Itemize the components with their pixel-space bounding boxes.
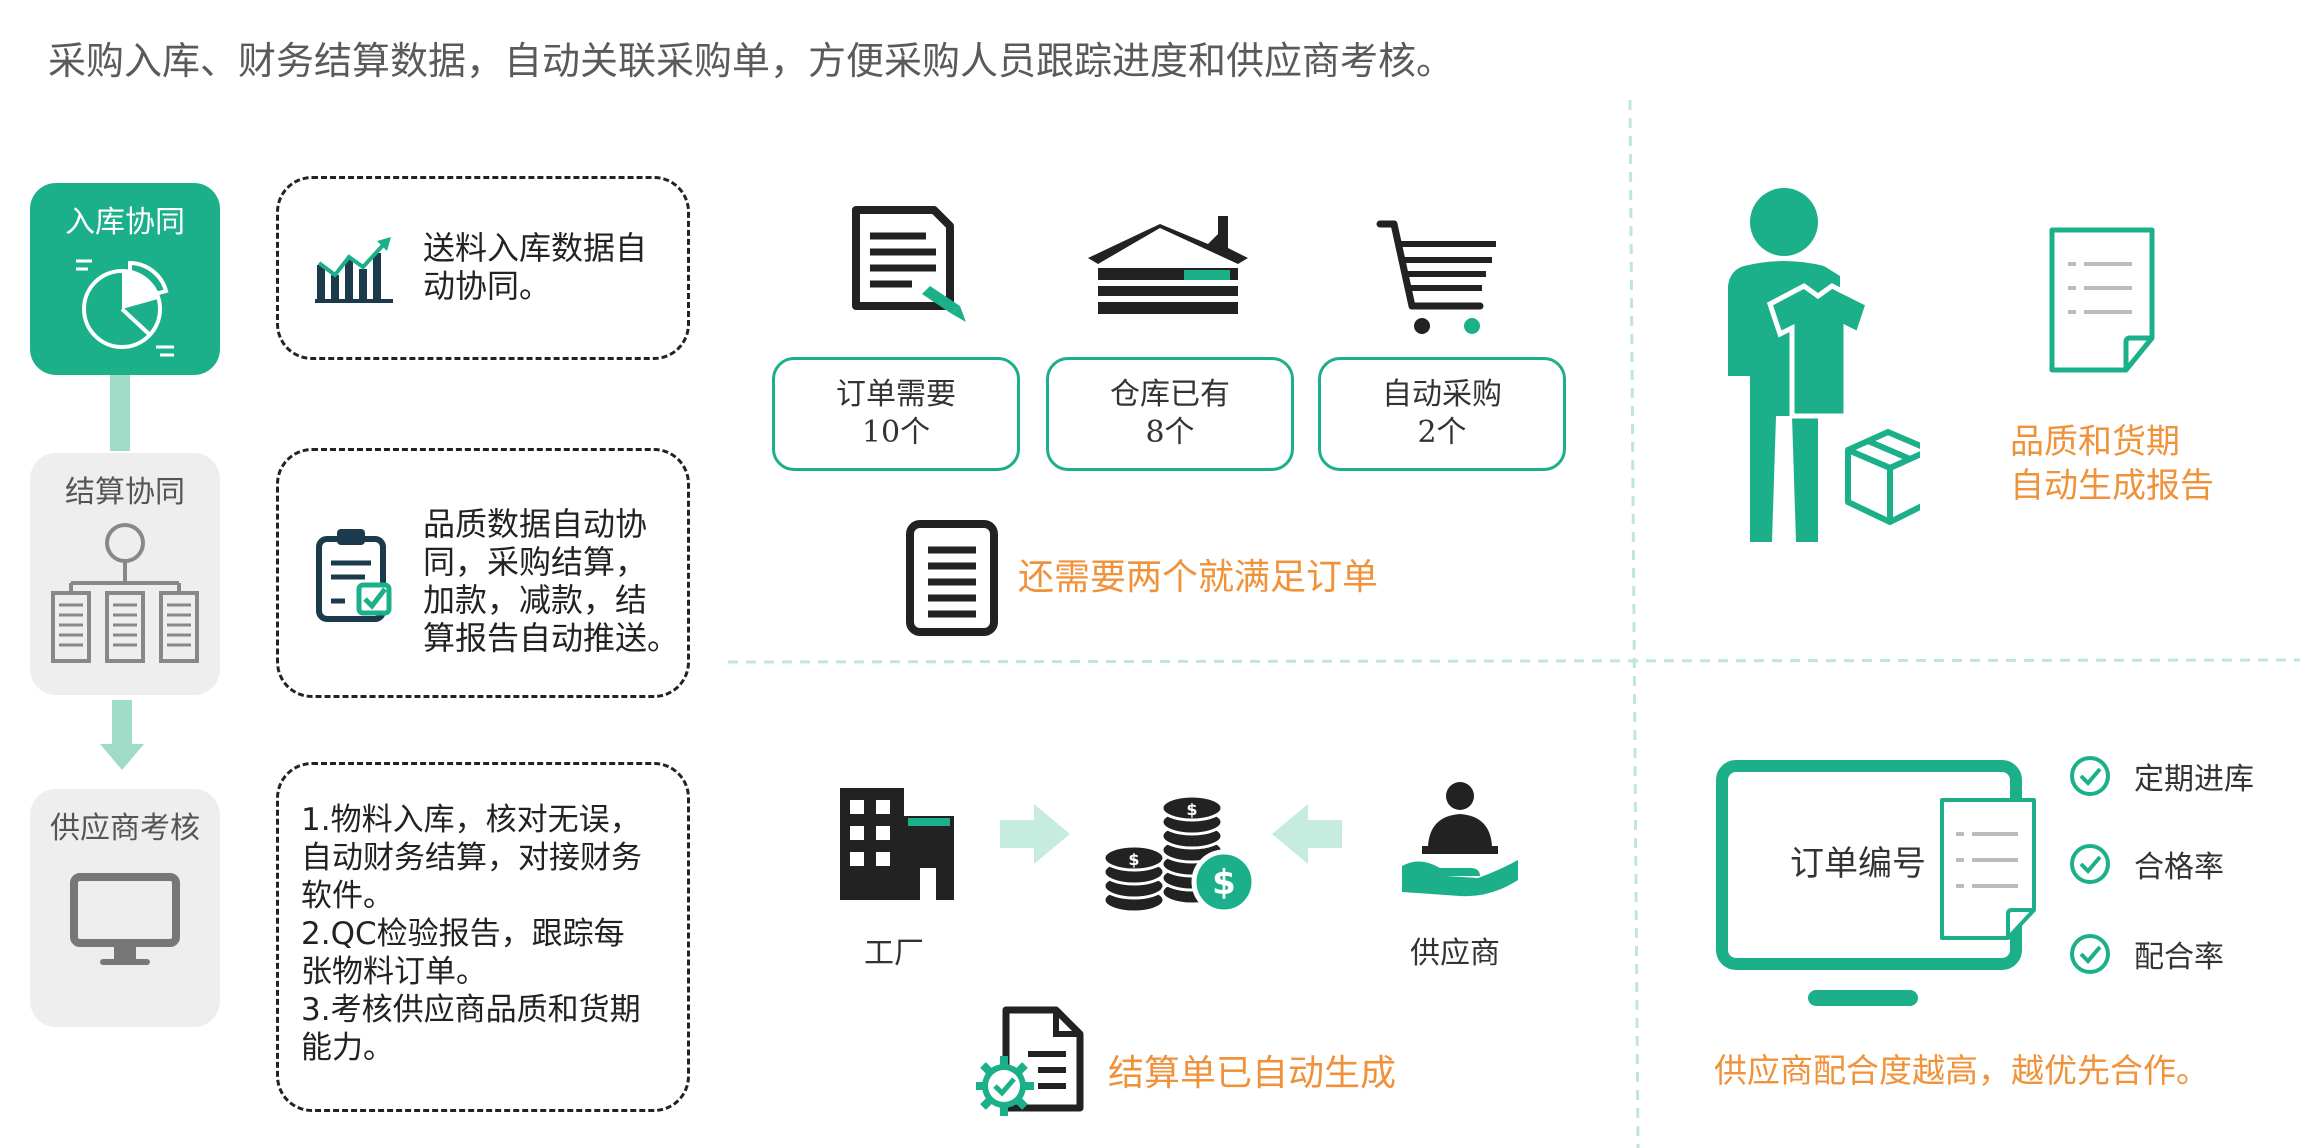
stage-label: 供应商考核 xyxy=(50,811,200,846)
stage-supplier-assessment[interactable]: 供应商考核 xyxy=(30,789,220,1027)
list-document-icon xyxy=(906,520,998,636)
stage-connector xyxy=(110,375,130,451)
supplier-hand-icon xyxy=(1402,782,1518,897)
monitor-icon xyxy=(70,873,180,965)
order-note: 还需要两个就满足订单 xyxy=(1018,557,1379,598)
report-line: 自动生成报告 xyxy=(2010,466,2214,506)
check-circle-icon xyxy=(2070,934,2110,974)
desc-line: 加款，减款，结 xyxy=(423,581,648,619)
desc-box-settlement: 品质数据自动协 同，采购结算， 加款，减款，结 算报告自动推送。 xyxy=(276,448,690,698)
order-label: 订单需要 xyxy=(836,377,956,412)
order-count: 10个 xyxy=(861,415,931,450)
supplier-label: 供应商 xyxy=(1410,936,1500,971)
desc-line: 能力。 xyxy=(301,1030,394,1066)
settlement-document-gear-icon xyxy=(976,1006,1084,1116)
factory-icon xyxy=(840,788,954,900)
document-edit-icon xyxy=(852,206,966,322)
order-box-auto-purchase: 自动采购 2个 xyxy=(1318,357,1566,471)
stage-label: 结算协同 xyxy=(65,475,185,510)
arrow-left-icon xyxy=(1272,804,1342,864)
desc-line: 送料入库数据自 xyxy=(423,229,648,267)
check-circle-icon xyxy=(2070,844,2110,884)
bar-chart-icon xyxy=(315,237,393,303)
desc-box-inbound: 送料入库数据自 动协同。 xyxy=(276,176,690,360)
desc-line: 动协同。 xyxy=(423,267,552,305)
desc-line: 算报告自动推送。 xyxy=(423,619,680,657)
desc-box-assessment: 1.物料入库，核对无误， 自动财务结算，对接财务 软件。 2.QC检验报告，跟踪… xyxy=(276,762,690,1112)
stage-inbound[interactable]: 入库协同 xyxy=(30,183,220,375)
check-item-pass-rate: 合格率 xyxy=(2068,842,2224,886)
org-chart-icon xyxy=(51,523,199,663)
desc-line: 同，采购结算， xyxy=(423,543,648,581)
desc-line: 2.QC检验报告，跟踪每 xyxy=(301,916,625,952)
svg-text:$: $ xyxy=(1186,800,1197,819)
person-shirt-icon xyxy=(1728,188,1920,542)
check-circle-icon xyxy=(2070,756,2110,796)
desc-line: 品质数据自动协 xyxy=(423,505,648,543)
coins-icon: $ $ $ xyxy=(1102,794,1257,915)
check-label: 定期进库 xyxy=(2134,762,2254,797)
desc-line: 张物料订单。 xyxy=(301,954,487,990)
desc-line: 3.考核供应商品质和货期 xyxy=(301,992,641,1028)
order-box-required: 订单需要 10个 xyxy=(772,357,1020,471)
order-count: 8个 xyxy=(1145,415,1195,450)
desc-line: 软件。 xyxy=(301,878,394,914)
factory-label: 工厂 xyxy=(864,936,924,971)
stage-label: 入库协同 xyxy=(65,205,185,240)
svg-text:$: $ xyxy=(1212,863,1236,903)
pie-chart-icon xyxy=(76,259,174,357)
check-item-regular-stock: 定期进库 xyxy=(2068,754,2254,798)
order-label: 仓库已有 xyxy=(1110,377,1230,412)
check-label: 配合率 xyxy=(2134,940,2224,975)
monitor-order-icon xyxy=(1716,760,2036,1006)
clipboard-check-icon xyxy=(316,529,392,622)
warehouse-icon xyxy=(1088,216,1248,314)
shopping-cart-icon xyxy=(1376,220,1496,334)
arrow-down-icon xyxy=(100,700,144,770)
monitor-screen-text: 订单编号 xyxy=(1790,844,1926,884)
stage-settlement[interactable]: 结算协同 xyxy=(30,453,220,695)
assessment-note: 供应商配合度越高，越优先合作。 xyxy=(1714,1051,2209,1090)
desc-line: 自动财务结算，对接财务 xyxy=(301,840,642,876)
report-line: 品质和货期 xyxy=(2010,422,2180,462)
check-label: 合格率 xyxy=(2134,850,2224,885)
order-label: 自动采购 xyxy=(1382,377,1502,412)
order-box-in-stock: 仓库已有 8个 xyxy=(1046,357,1294,471)
order-count: 2个 xyxy=(1417,415,1467,450)
report-caption: 品质和货期 自动生成报告 xyxy=(2010,420,2214,508)
settlement-note: 结算单已自动生成 xyxy=(1108,1053,1397,1094)
desc-line: 1.物料入库，核对无误， xyxy=(301,802,641,838)
page-title: 采购入库、财务结算数据，自动关联采购单，方便采购人员跟踪进度和供应商考核。 xyxy=(48,39,1455,83)
arrow-right-icon xyxy=(1000,804,1070,864)
check-item-cooperation-rate: 配合率 xyxy=(2068,932,2224,976)
svg-text:$: $ xyxy=(1128,850,1139,869)
report-document-icon xyxy=(2049,227,2155,373)
